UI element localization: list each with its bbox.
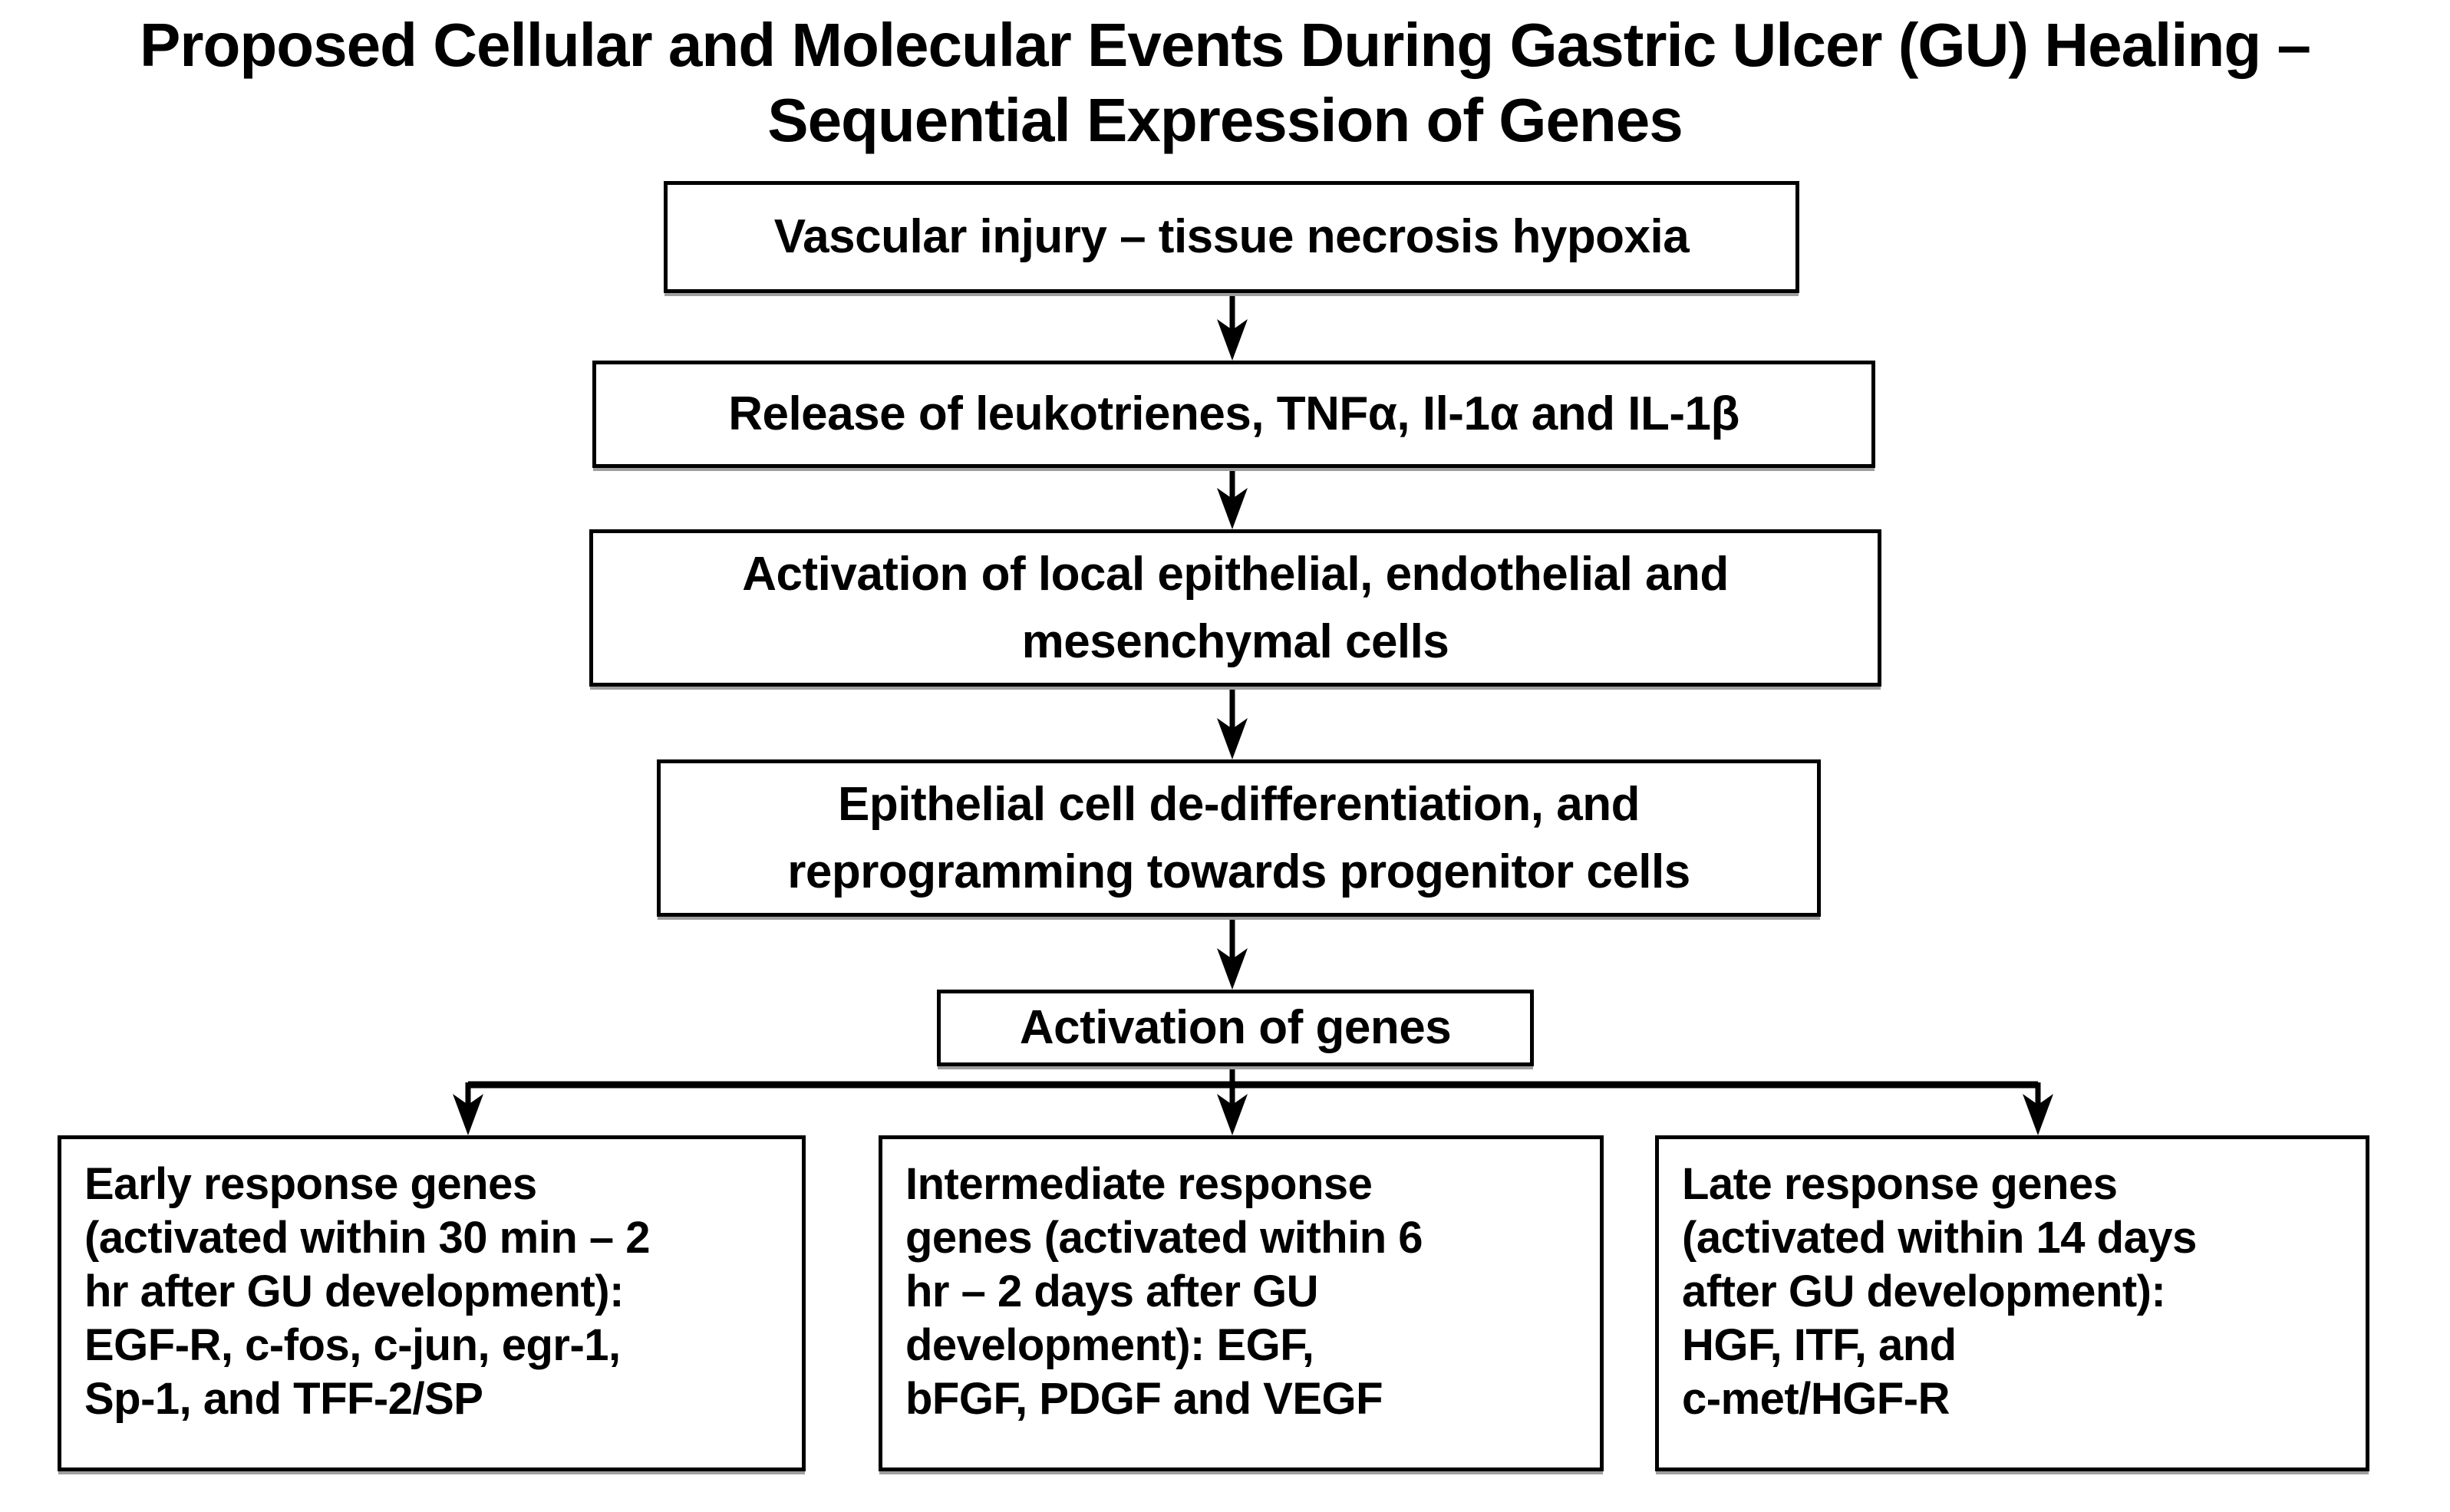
- response-box-intermediate-genes: Intermediate response genes (activated w…: [879, 1135, 1604, 1471]
- arrow-activation-cells-to-dedifferentiation: [1217, 685, 1248, 759]
- arrow-vascular-to-release: [1217, 290, 1248, 361]
- early-genes-line4: EGF-R, c-fos, c-jun, egr-1,: [84, 1320, 621, 1370]
- arrow-branch-to-late: [2023, 1082, 2053, 1135]
- flow-box-dedifferentiation: Epithelial cell de-differentiation, and …: [657, 759, 1821, 917]
- response-box-late-genes: Late response genes (activated within 14…: [1655, 1135, 2369, 1471]
- flow-box-release-leukotrienes-text: Release of leukotrienes, TNFα, Il-1α and…: [728, 387, 1739, 440]
- intermediate-genes-line5: bFGF, PDGF and VEGF: [905, 1374, 1383, 1424]
- early-genes-line2: (activated within 30 min – 2: [84, 1213, 651, 1263]
- late-genes-line5: c-met/HGF-R: [1682, 1374, 1950, 1424]
- intermediate-genes-line4: development): EGF,: [905, 1320, 1314, 1370]
- late-genes-line2: (activated within 14 days: [1682, 1213, 2197, 1263]
- early-genes-line3: hr after GU development):: [84, 1267, 624, 1316]
- late-genes-line4: HGF, ITF, and: [1682, 1320, 1957, 1370]
- early-genes-line5: Sp-1, and TFF-2/SP: [84, 1374, 483, 1424]
- late-genes-line3: after GU development):: [1682, 1267, 2166, 1316]
- flow-box-dedifferentiation-line2: reprogramming towards progenitor cells: [787, 845, 1690, 898]
- flow-box-dedifferentiation-line1: Epithelial cell de-differentiation, and: [838, 777, 1640, 831]
- flow-box-activation-of-cells-line2: mesenchymal cells: [1021, 614, 1449, 668]
- flow-box-activation-of-genes: Activation of genes: [937, 990, 1534, 1066]
- intermediate-genes-line2: genes (activated within 6: [905, 1213, 1423, 1263]
- figure-title-line1: Proposed Cellular and Molecular Events D…: [140, 11, 2311, 79]
- response-box-early-genes: Early response genes (activated within 3…: [58, 1135, 806, 1471]
- arrow-dedifferentiation-to-activation-genes: [1217, 915, 1248, 990]
- flow-box-vascular-injury: Vascular injury – tissue necrosis hypoxi…: [664, 181, 1799, 293]
- flow-box-vascular-injury-text: Vascular injury – tissue necrosis hypoxi…: [773, 210, 1690, 263]
- arrow-branch-to-early: [453, 1082, 483, 1135]
- early-genes-line1: Early response genes: [84, 1159, 537, 1209]
- flow-box-activation-of-cells: Activation of local epithelial, endothel…: [589, 529, 1881, 687]
- figure-title-line2: Sequential Expression of Genes: [767, 86, 1683, 154]
- arrow-activation-genes-to-intermediate: [1217, 1065, 1248, 1135]
- figure-title: Proposed Cellular and Molecular Events D…: [0, 8, 2450, 158]
- intermediate-genes-line3: hr – 2 days after GU: [905, 1267, 1319, 1316]
- flow-box-activation-of-genes-text: Activation of genes: [1019, 1001, 1452, 1054]
- arrow-release-to-activation-cells: [1217, 466, 1248, 529]
- intermediate-genes-line1: Intermediate response: [905, 1159, 1373, 1209]
- flow-box-release-leukotrienes: Release of leukotrienes, TNFα, Il-1α and…: [592, 361, 1875, 468]
- late-genes-line1: Late response genes: [1682, 1159, 2118, 1209]
- flow-box-activation-of-cells-line1: Activation of local epithelial, endothel…: [742, 547, 1729, 601]
